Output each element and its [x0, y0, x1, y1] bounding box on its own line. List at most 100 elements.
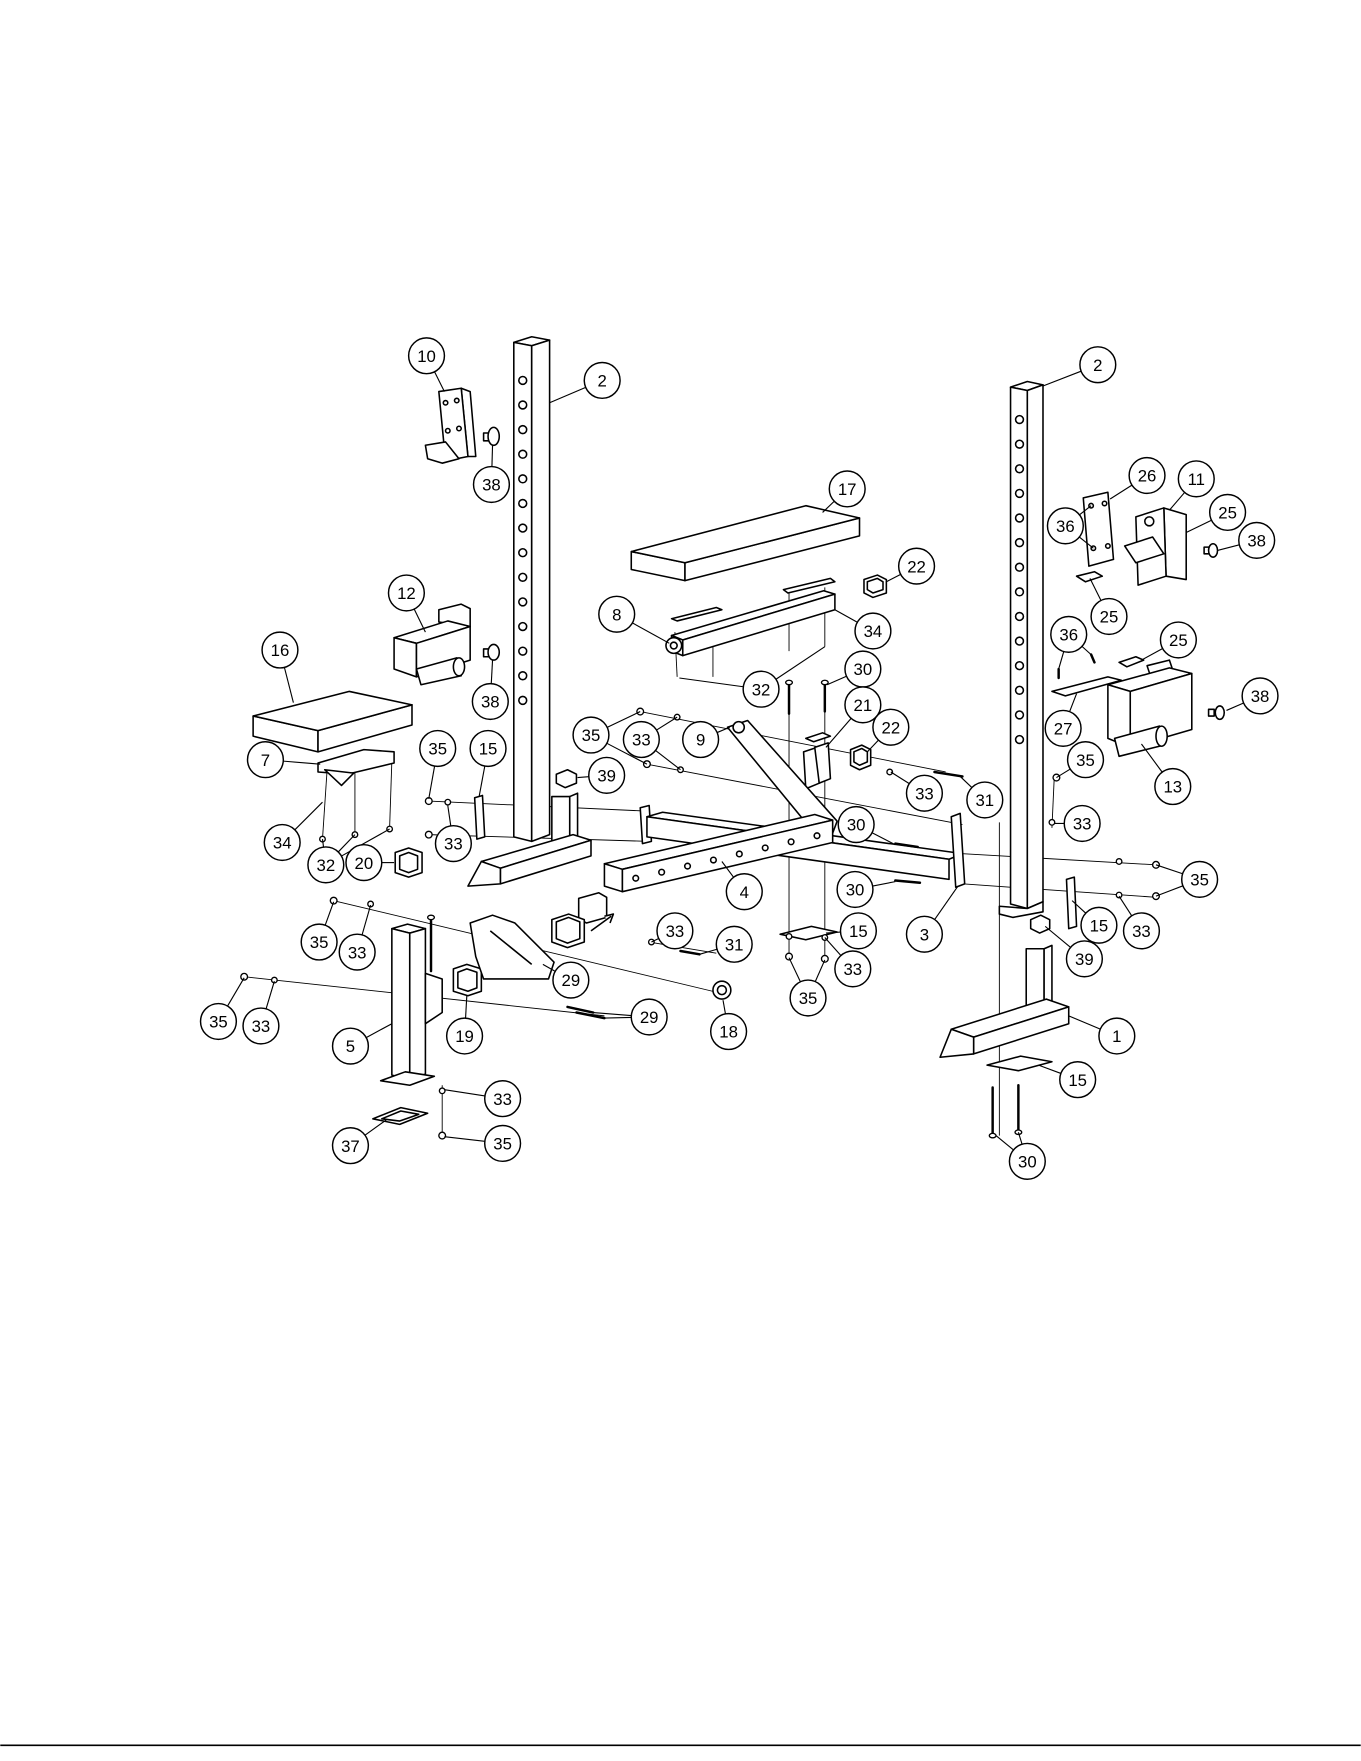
- callout-35: 35: [790, 980, 826, 1016]
- leader-line: [295, 802, 323, 830]
- callout-number: 39: [597, 766, 616, 785]
- knob-icon: [713, 981, 731, 999]
- leader-line: [789, 958, 800, 982]
- callout-number: 33: [1132, 922, 1151, 941]
- bolts-shape: [681, 951, 700, 954]
- callout-8: 8: [599, 596, 635, 632]
- callout-number: 35: [493, 1135, 512, 1154]
- part-square-cap-19-shape: [458, 969, 477, 991]
- upright-hole: [519, 426, 527, 434]
- leader-line: [960, 776, 972, 787]
- part-j-hook-bracket-upper-left: [425, 388, 475, 463]
- callout-33: 33: [1124, 913, 1160, 949]
- callout-4: 4: [726, 874, 762, 910]
- callout-30: 30: [845, 651, 881, 687]
- callout-number: 15: [849, 922, 868, 941]
- callout-number: 38: [1247, 532, 1266, 551]
- knob-icon-shape: [717, 986, 726, 995]
- leader-line: [723, 1000, 725, 1014]
- part-upright-right-shape: [1027, 385, 1043, 909]
- upright-hole: [1016, 613, 1024, 621]
- assembly-alignment-lines-shape: [322, 772, 326, 839]
- part-clip-left: [556, 770, 576, 788]
- part-seat-frame: [666, 578, 835, 655]
- leader-line: [466, 996, 467, 1018]
- knob-icon: [484, 427, 500, 445]
- callout-number: 31: [975, 791, 994, 810]
- callout-number: 32: [752, 680, 771, 699]
- upright-hole: [519, 475, 527, 483]
- leader-line: [479, 766, 485, 797]
- part-end-cap-middle-shape: [854, 748, 867, 765]
- callout-number: 21: [854, 696, 873, 715]
- callout-38: 38: [1239, 522, 1275, 558]
- bolts-shape: [428, 915, 435, 919]
- washers-and-nuts-shape: [425, 831, 432, 838]
- callout-33: 33: [485, 1081, 521, 1117]
- part-plate-base-right: [987, 1056, 1052, 1071]
- callout-number: 33: [252, 1017, 271, 1036]
- callout-30: 30: [1009, 1143, 1045, 1179]
- callout-16: 16: [262, 632, 298, 668]
- callout-number: 37: [341, 1137, 360, 1156]
- callout-number: 27: [1054, 719, 1073, 738]
- callout-number: 33: [666, 922, 685, 941]
- part-clip-right-shape: [1031, 915, 1050, 933]
- part-base-right-shape: [1044, 945, 1052, 1007]
- leader-line: [448, 806, 451, 826]
- callout-number: 36: [1056, 517, 1075, 536]
- part-plate-26: [1083, 492, 1113, 566]
- callout-27: 27: [1045, 710, 1081, 746]
- knob-icon: [1209, 706, 1225, 719]
- beam-hole: [711, 857, 717, 863]
- part-square-cap-20-shape: [400, 853, 418, 873]
- assembly-alignment-lines-shape: [962, 884, 1156, 897]
- washers-and-nuts-shape: [1116, 859, 1122, 865]
- upright-hole: [519, 549, 527, 557]
- part-small-plate-25: [1077, 572, 1103, 582]
- callout-22: 22: [899, 548, 935, 584]
- leader-line: [550, 387, 586, 402]
- part-plate-base-right-shape: [987, 1056, 1052, 1071]
- upright-hole: [519, 672, 527, 680]
- callout-35: 35: [1068, 742, 1104, 778]
- washers-and-nuts-shape: [1153, 861, 1160, 868]
- upright-hole: [519, 500, 527, 508]
- leader-line: [1169, 492, 1184, 510]
- callout-number: 25: [1169, 631, 1188, 650]
- assembly-alignment-lines-shape: [962, 854, 1156, 865]
- callout-number: 2: [598, 372, 607, 391]
- upright-hole: [519, 647, 527, 655]
- upright-hole: [1016, 539, 1024, 547]
- leader-line: [776, 647, 825, 680]
- part-base-right-shape: [1026, 949, 1044, 1007]
- callout-29: 29: [553, 962, 589, 998]
- leader-line: [429, 766, 435, 799]
- leader-line: [700, 949, 717, 954]
- callout-number: 33: [444, 835, 463, 854]
- callout-number: 33: [1073, 815, 1092, 834]
- callout-13: 13: [1155, 769, 1191, 805]
- leader-line: [604, 1017, 631, 1018]
- callout-35: 35: [1182, 861, 1218, 897]
- washers-and-nuts-shape: [786, 934, 792, 940]
- part-square-cap-19: [453, 964, 481, 995]
- callout-number: 16: [271, 641, 290, 660]
- upright-hole: [1016, 563, 1024, 571]
- upright-hole: [1016, 416, 1024, 424]
- bolts-shape: [821, 680, 828, 684]
- callout-number: 15: [1068, 1071, 1087, 1090]
- part-pivot-plates-shape: [806, 733, 831, 742]
- washers-and-nuts-shape: [649, 939, 655, 945]
- callout-33: 33: [339, 934, 375, 970]
- callout-34: 34: [855, 613, 891, 649]
- part-leg-seat-pad: [253, 691, 412, 751]
- callout-33: 33: [623, 722, 659, 758]
- callout-35: 35: [201, 1004, 237, 1040]
- callout-number: 35: [428, 740, 447, 759]
- callout-1: 1: [1099, 1018, 1135, 1054]
- callout-number: 38: [1251, 687, 1270, 706]
- callout-number: 22: [907, 557, 926, 576]
- leader-line: [444, 1090, 484, 1096]
- part-end-cap-upper-shape: [867, 578, 883, 593]
